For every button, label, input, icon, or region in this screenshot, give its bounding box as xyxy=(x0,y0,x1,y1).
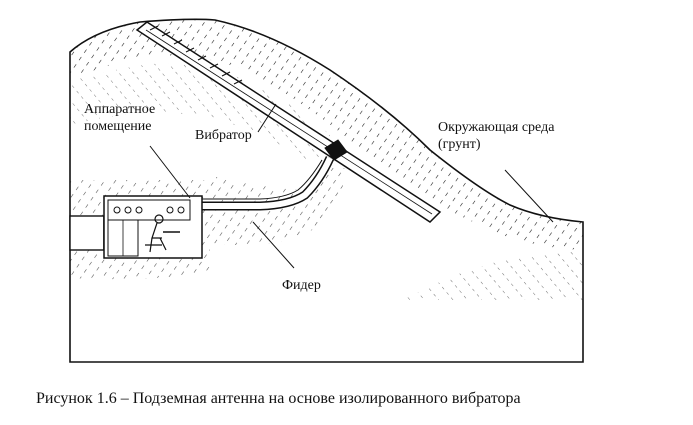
label-room-line1: Аппаратное xyxy=(84,102,156,117)
feeder-line xyxy=(200,156,335,211)
label-equipment-room: Аппаратное помещение xyxy=(84,101,155,135)
label-medium-line1: Окружающая среда xyxy=(438,120,555,135)
equipment-room xyxy=(103,195,203,259)
label-medium-line2: (грунт) xyxy=(438,137,481,152)
label-vibrator: Вибратор xyxy=(195,128,252,143)
vibrator-rod xyxy=(135,21,442,223)
access-tunnel xyxy=(69,215,105,251)
label-surrounding-medium: Окружающая среда (грунт) xyxy=(438,119,554,153)
label-leaders xyxy=(149,103,554,269)
label-feeder: Фидер xyxy=(282,278,321,293)
label-room-line2: помещение xyxy=(84,119,152,134)
figure-caption: Рисунок 1.6 – Подземная антенна на основ… xyxy=(36,390,521,407)
